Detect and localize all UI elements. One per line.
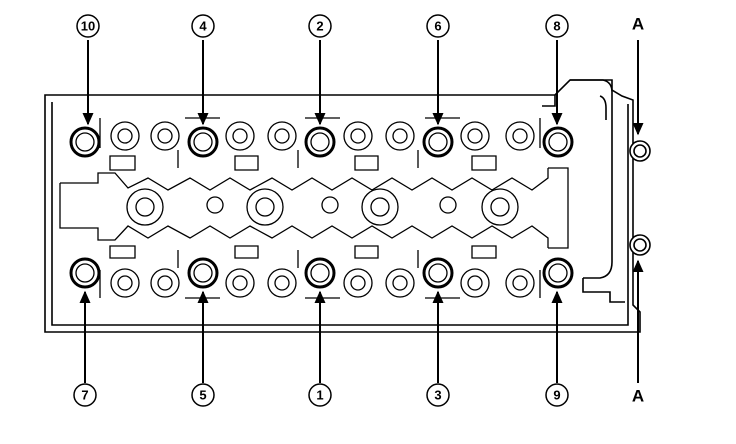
valve-seats-top	[110, 121, 535, 151]
label-bolt-5: 5	[191, 383, 215, 407]
bolt-1	[304, 257, 336, 289]
side-bolt-a-bottom	[629, 234, 651, 256]
bolt-3	[422, 257, 454, 289]
svg-text:8: 8	[553, 19, 560, 34]
side-bolt-a-top	[629, 140, 651, 162]
svg-text:7: 7	[81, 388, 88, 403]
bolt-9	[542, 257, 574, 289]
port-circles	[126, 188, 519, 226]
side-label-a-bottom: A	[632, 387, 644, 406]
head-bolts	[69, 126, 574, 289]
svg-text:1: 1	[316, 388, 323, 403]
bolt-2	[304, 126, 336, 158]
label-bolt-6: 6	[426, 14, 450, 38]
bolt-8	[542, 126, 574, 158]
svg-text:6: 6	[434, 19, 441, 34]
svg-text:10: 10	[81, 19, 95, 34]
label-bolt-4: 4	[191, 14, 215, 38]
svg-text:9: 9	[553, 388, 560, 403]
label-bolt-3: 3	[426, 383, 450, 407]
valve-seats-bottom	[110, 268, 535, 298]
side-label-a-top: A	[632, 15, 644, 34]
label-bolt-8: 8	[545, 14, 569, 38]
side-bolts-a	[629, 140, 651, 256]
label-bolt-9: 9	[545, 383, 569, 407]
label-bolt-10: 10	[76, 14, 100, 38]
sequence-labels: 10 4 2 6 8 7 5 1 3 9	[73, 14, 569, 407]
svg-text:2: 2	[316, 19, 323, 34]
bolt-5	[187, 257, 219, 289]
callout-arrows	[79, 40, 644, 383]
label-bolt-7: 7	[73, 383, 97, 407]
label-bolt-1: 1	[308, 383, 332, 407]
bolt-7	[69, 257, 101, 289]
bolt-4	[187, 126, 219, 158]
svg-text:5: 5	[199, 388, 206, 403]
label-bolt-2: 2	[308, 14, 332, 38]
svg-text:3: 3	[434, 388, 441, 403]
bolt-6	[422, 126, 454, 158]
head-outline	[44, 79, 641, 333]
bolt-10	[69, 126, 101, 158]
svg-text:4: 4	[199, 19, 207, 34]
